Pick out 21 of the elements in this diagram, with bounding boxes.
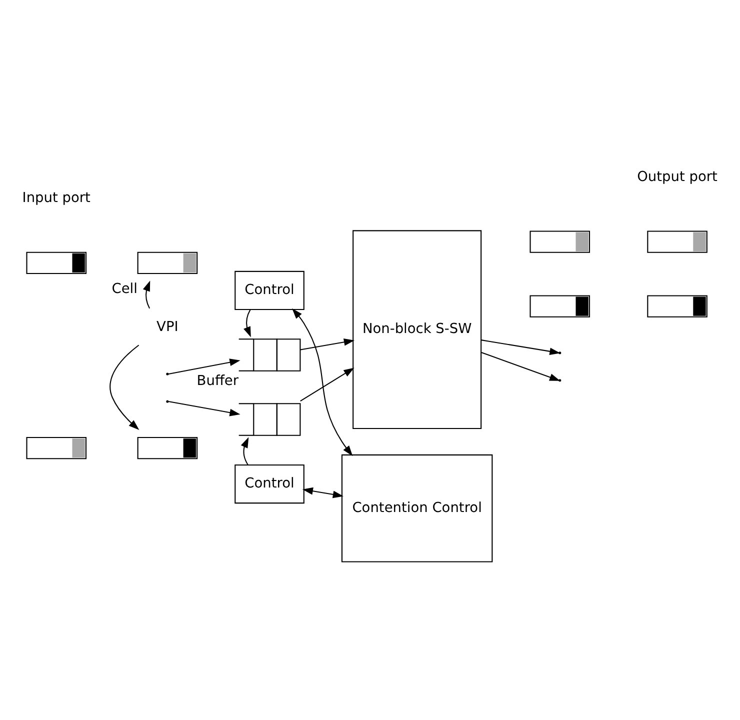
node-box: Non-block S-SW [352,230,482,430]
arrow [481,340,560,356]
node-label: Cell [112,280,138,297]
node-box: Contention Control [341,454,493,562]
arrow [292,308,353,456]
arrow [240,437,249,466]
arrow [168,358,240,375]
node-box: Control [234,464,304,504]
node-box: Control [234,270,304,310]
arrow [300,368,354,402]
arrow [244,309,251,338]
arrow [302,487,344,498]
arrow [300,338,355,350]
label: Input port [22,190,90,206]
label: Output port [637,168,718,185]
node-text: VPI [156,319,178,336]
arrow [168,401,240,416]
node-label: Buffer [196,373,239,390]
arrow [110,344,140,430]
arrow [142,280,150,309]
arrow [481,352,560,381]
